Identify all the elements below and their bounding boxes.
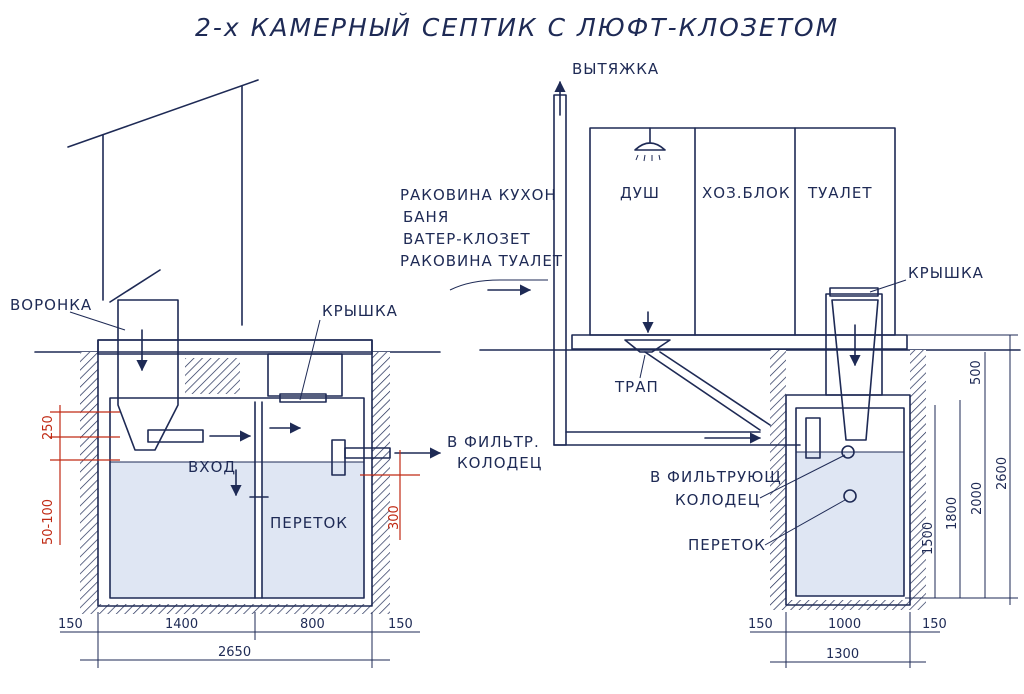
dim-1800: 1800 [945,497,960,530]
dim-2000: 2000 [970,482,985,515]
label-to-filter-1: В ФИЛЬТР. [447,433,540,451]
dim-2600: 2600 [995,457,1010,490]
leader-overflow-right [764,499,846,546]
funnel-right [831,299,879,441]
label-exhaust: ВЫТЯЖКА [572,60,659,78]
outlet-pipe [331,439,346,476]
label-overflow-left: ПЕРЕТОК [270,514,348,532]
outhouse-roof [67,79,259,148]
dim-r-150-left: 150 [748,617,773,632]
dim-2650: 2650 [218,645,251,660]
floor-slab [571,334,908,350]
dim-1500: 1500 [921,522,936,555]
exhaust-pipe [553,94,567,446]
label-overflow-right: ПЕРЕТОК [688,536,766,554]
dim-500: 500 [969,360,984,385]
label-drain: ТРАП [614,378,659,396]
soil-right-l [770,350,786,605]
label-toilet: ТУАЛЕТ [807,184,872,202]
lid-plate [279,393,327,403]
overflow-hole-1 [841,445,855,459]
lid-right [829,287,879,297]
tank-right-inner [795,407,905,597]
dim-800: 800 [300,617,325,632]
water-chamber-1 [110,462,255,598]
dim-250: 250 [41,415,56,440]
tank-right-neck [825,293,883,396]
inlet-right [805,417,821,459]
shower-head-icon [634,127,666,162]
leader-lid-left [299,319,321,401]
label-to-filter-r2: КОЛОДЕЦ [675,491,760,509]
label-to-filter-r1: В ФИЛЬТРУЮЩ [650,468,782,486]
label-shower: ДУШ [620,184,660,202]
label-to-filter-2: КОЛОДЕЦ [457,454,542,472]
label-lid-left: КРЫШКА [322,302,398,320]
dim-150-right: 150 [388,617,413,632]
label-sources-1: РАКОВИНА КУХОН [400,186,557,204]
funnel-lid [109,269,161,303]
cover-slab [97,339,373,355]
soil-bottom [80,604,390,614]
dim-300: 300 [387,505,402,530]
label-lid-right: КРЫШКА [908,264,984,282]
sources-brace [449,279,548,291]
label-sources-2: БАНЯ [403,208,449,226]
leader-funnel [69,311,126,331]
water-right [796,452,904,596]
dim-50-100: 50-100 [41,499,56,545]
label-funnel: ВОРОНКА [10,296,92,314]
left-septic-section: ВОРОНКА КРЫШКА ВХОД ПЕРЕТОК В ФИЛЬТР. КО… [10,79,542,668]
label-inlet: ВХОД [188,458,236,476]
leader-lid-right [869,279,907,293]
label-utility: ХОЗ.БЛОК [702,184,791,202]
funnel [117,299,179,451]
tank-neck [267,353,343,397]
water-chamber-2 [262,462,364,598]
soil-right-r [910,350,926,605]
outlet-pipe-h [344,447,391,459]
leader-drain [639,354,646,379]
overflow-hole-2 [843,489,857,503]
tank-inner [109,397,365,599]
soil-left [80,352,98,607]
dim-1400: 1400 [165,617,198,632]
label-sources-3: ВАТЕР-КЛОЗЕТ [403,230,531,248]
dim-150-left: 150 [58,617,83,632]
dim-r-1000: 1000 [828,617,861,632]
dim-r-150-right: 150 [922,617,947,632]
drain-pipe [644,351,771,431]
leader-to-filter [759,454,846,499]
soil-under-slab [185,358,240,394]
drain-funnel [624,339,671,353]
label-sources-4: РАКОВИНА ТУАЛЕТ [400,252,563,270]
soil-right [372,352,390,607]
dim-r-1300: 1300 [826,647,859,662]
building [589,127,896,336]
diagram-title: 2-х КАМЕРНЫЙ СЕПТИК С ЛЮФТ-КЛОЗЕТОМ [195,13,839,42]
inlet-pipe [147,429,204,443]
main-drain-pipe [553,431,801,446]
right-septic-section: ВЫТЯЖКА РАКОВИНА КУХОН БАНЯ ВАТЕР-КЛОЗЕТ… [400,60,1021,668]
